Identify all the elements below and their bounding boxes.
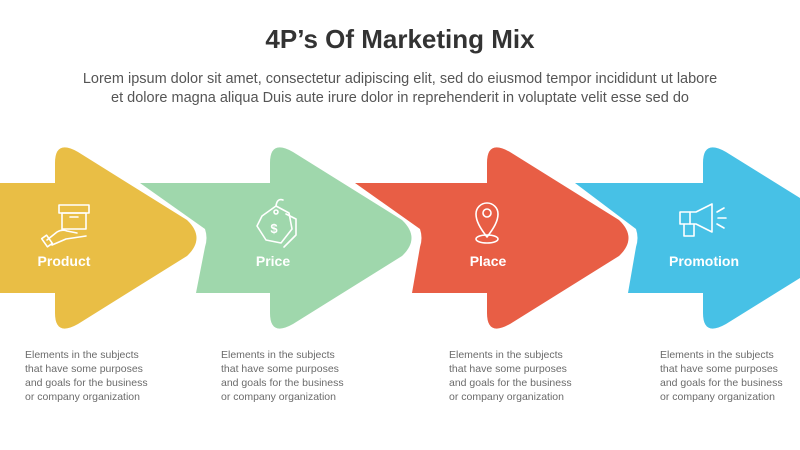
desc-line: that have some purposes <box>221 363 339 375</box>
desc-line: Elements in the subjects <box>221 349 335 361</box>
desc-line: and goals for the business <box>221 377 344 389</box>
desc-line: or company organization <box>25 391 140 403</box>
desc-line: or company organization <box>660 391 775 403</box>
desc-line: or company organization <box>221 391 336 403</box>
desc-line: and goals for the business <box>25 377 148 389</box>
step-label-price: Price <box>255 253 291 269</box>
step-label-product: Product <box>37 253 91 269</box>
box-in-hand-icon <box>40 204 90 248</box>
desc-line: that have some purposes <box>660 363 778 375</box>
page-subtitle: Lorem ipsum dolor sit amet, consectetur … <box>30 70 770 108</box>
step-desc-promotion: Elements in the subjects that have some … <box>660 348 800 404</box>
step-label-place: Place <box>469 253 507 269</box>
subtitle-line-1: Lorem ipsum dolor sit amet, consectetur … <box>82 71 718 87</box>
arrow-product <box>0 147 197 329</box>
page-title: 4P’s Of Marketing Mix <box>265 24 535 54</box>
desc-line: Elements in the subjects <box>449 349 563 361</box>
desc-line: and goals for the business <box>660 377 783 389</box>
desc-line: Elements in the subjects <box>25 349 139 361</box>
subtitle-line-2: et dolore magna aliqua Duis aute irure d… <box>111 90 689 106</box>
desc-line: and goals for the business <box>449 377 572 389</box>
step-label-promotion: Promotion <box>669 253 739 269</box>
megaphone-icon <box>679 203 727 237</box>
arrow-price-shape <box>140 147 412 329</box>
step-desc-place: Elements in the subjects that have some … <box>449 348 589 404</box>
arrow-place <box>355 147 629 329</box>
arrow-promotion-shape <box>575 147 800 329</box>
svg-text:$: $ <box>270 221 278 236</box>
price-tag-icon: $ <box>256 198 297 248</box>
arrow-promotion <box>575 147 800 329</box>
desc-line: Elements in the subjects <box>660 349 774 361</box>
arrow-product-shape <box>0 147 197 329</box>
desc-line: that have some purposes <box>449 363 567 375</box>
desc-line: or company organization <box>449 391 564 403</box>
arrow-price <box>140 147 412 329</box>
step-desc-price: Elements in the subjects that have some … <box>221 348 361 404</box>
step-desc-product: Elements in the subjects that have some … <box>25 348 165 404</box>
arrow-place-shape <box>355 147 629 329</box>
desc-line: that have some purposes <box>25 363 143 375</box>
map-pin-icon <box>475 202 499 244</box>
